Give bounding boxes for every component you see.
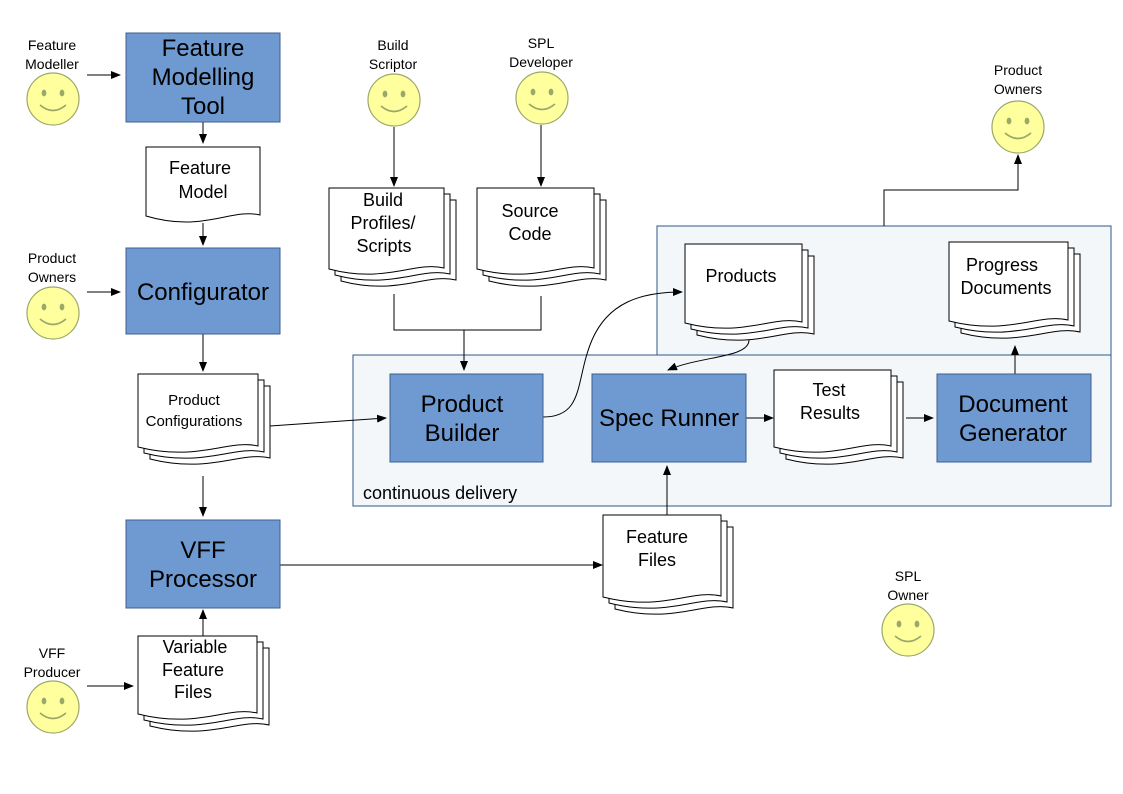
svg-text:Feature: Feature bbox=[28, 37, 76, 53]
svg-text:Owner: Owner bbox=[887, 587, 929, 603]
svg-text:Builder: Builder bbox=[425, 420, 500, 447]
svg-text:Scriptor: Scriptor bbox=[369, 56, 418, 72]
svg-text:Files: Files bbox=[638, 550, 676, 570]
svg-text:Configurator: Configurator bbox=[137, 279, 269, 306]
svg-text:Product: Product bbox=[994, 62, 1042, 78]
document-build-profiles-scripts: Build Profiles/ Scripts bbox=[328, 187, 457, 287]
svg-text:Generator: Generator bbox=[959, 420, 1067, 447]
svg-text:Product: Product bbox=[168, 392, 221, 409]
svg-text:Build: Build bbox=[377, 37, 408, 53]
svg-text:Producer: Producer bbox=[24, 664, 81, 680]
process-feature-modelling-tool: Feature Modelling Tool bbox=[125, 32, 281, 123]
svg-text:SPL: SPL bbox=[895, 568, 922, 584]
svg-text:Processor: Processor bbox=[149, 566, 257, 593]
svg-text:Results: Results bbox=[800, 403, 860, 423]
smiley-icon bbox=[515, 71, 569, 125]
svg-text:Source: Source bbox=[501, 201, 558, 221]
svg-text:Product: Product bbox=[28, 250, 76, 266]
actor-product-owners-left: Product Owners bbox=[26, 250, 80, 340]
continuous-delivery-label: continuous delivery bbox=[363, 483, 517, 503]
document-progress-documents: Progress Documents bbox=[948, 241, 1081, 339]
process-spec-runner: Spec Runner bbox=[591, 373, 747, 463]
smiley-icon bbox=[26, 72, 80, 126]
svg-text:Feature: Feature bbox=[626, 527, 688, 547]
smiley-icon bbox=[26, 680, 80, 734]
actor-vff-producer: VFF Producer bbox=[24, 645, 81, 734]
documents: Feature Model Build Profiles/ Scripts So… bbox=[137, 146, 1081, 732]
svg-text:Model: Model bbox=[178, 182, 227, 202]
document-test-results: Test Results bbox=[773, 369, 904, 465]
document-source-code: Source Code bbox=[476, 187, 607, 287]
svg-text:Profiles/: Profiles/ bbox=[350, 213, 415, 233]
actor-spl-owner: SPL Owner bbox=[881, 568, 935, 657]
process-document-generator: Document Generator bbox=[936, 373, 1092, 463]
svg-text:Owners: Owners bbox=[28, 269, 76, 285]
connectors bbox=[87, 71, 1022, 690]
svg-text:Progress: Progress bbox=[966, 255, 1038, 275]
actor-build-scriptor: Build Scriptor bbox=[367, 37, 421, 127]
document-products: Products bbox=[684, 243, 815, 341]
actor-spl-developer: SPL Developer bbox=[509, 35, 573, 125]
svg-text:Build: Build bbox=[363, 190, 403, 210]
actor-product-owners-top: Product Owners bbox=[991, 62, 1045, 154]
svg-text:Modeller: Modeller bbox=[25, 56, 79, 72]
process-product-builder: Product Builder bbox=[389, 373, 544, 463]
svg-text:Code: Code bbox=[508, 224, 551, 244]
smiley-icon bbox=[367, 73, 421, 127]
svg-text:Developer: Developer bbox=[509, 54, 573, 70]
process-configurator: Configurator bbox=[125, 247, 281, 335]
svg-text:VFF: VFF bbox=[180, 537, 225, 564]
smiley-icon bbox=[881, 603, 935, 657]
svg-text:Tool: Tool bbox=[181, 93, 225, 120]
svg-text:Files: Files bbox=[174, 682, 212, 702]
svg-text:Document: Document bbox=[958, 391, 1068, 418]
document-feature-model: Feature Model bbox=[145, 146, 261, 223]
svg-text:Configurations: Configurations bbox=[146, 413, 243, 430]
svg-text:SPL: SPL bbox=[528, 35, 555, 51]
document-variable-feature-files: Variable Feature Files bbox=[137, 635, 270, 732]
svg-text:Documents: Documents bbox=[960, 278, 1051, 298]
svg-text:Scripts: Scripts bbox=[356, 236, 411, 256]
svg-text:Feature: Feature bbox=[162, 660, 224, 680]
smiley-icon bbox=[991, 100, 1045, 154]
actor-feature-modeller: Feature Modeller bbox=[25, 37, 80, 126]
svg-text:Variable: Variable bbox=[163, 637, 228, 657]
svg-text:Spec Runner: Spec Runner bbox=[599, 405, 739, 432]
svg-text:Owners: Owners bbox=[994, 81, 1042, 97]
smiley-icon bbox=[26, 286, 80, 340]
svg-text:Feature: Feature bbox=[169, 158, 231, 178]
svg-text:Products: Products bbox=[705, 266, 776, 286]
svg-text:Modelling: Modelling bbox=[152, 64, 255, 91]
svg-text:Feature: Feature bbox=[162, 35, 245, 62]
svg-text:VFF: VFF bbox=[39, 645, 65, 661]
document-product-configurations: Product Configurations bbox=[137, 373, 271, 465]
process-vff-processor: VFF Processor bbox=[125, 519, 281, 609]
svg-text:Product: Product bbox=[421, 391, 504, 418]
svg-text:Test: Test bbox=[812, 380, 845, 400]
document-feature-files: Feature Files bbox=[602, 514, 734, 615]
